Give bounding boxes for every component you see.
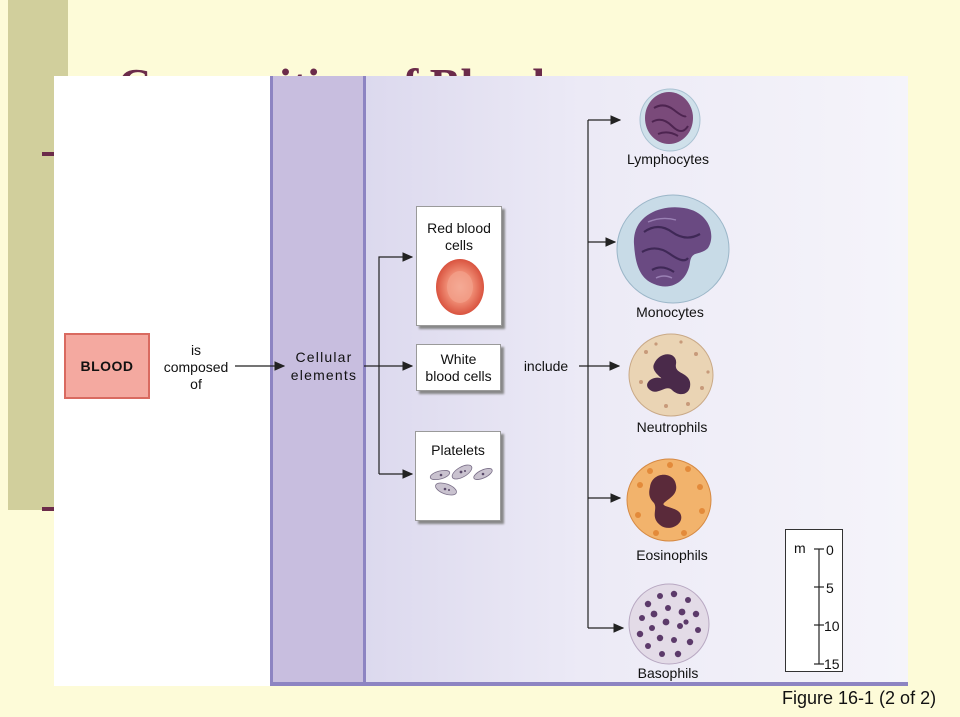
scale-tick-label: 5 [826, 580, 834, 596]
monocyte-image [616, 194, 730, 304]
blood-composition-figure: BLOOD is composed of Cellular elements R… [54, 76, 908, 686]
scale-bar: m 0 5 10 15 [785, 529, 843, 672]
scale-tick-label: 15 [824, 656, 840, 672]
figure-caption: Figure 16-1 (2 of 2) [782, 688, 937, 708]
basophils-label: Basophils [637, 665, 699, 681]
branch-to-rbc [378, 252, 414, 474]
basophil-image [628, 583, 710, 665]
cellular-elements-label: Cellular elements [290, 349, 358, 383]
rbc-label: Red blood cells [427, 220, 491, 253]
slide-rule-top [42, 152, 62, 156]
cellular-elements-column [270, 76, 366, 686]
platelets-image [429, 464, 493, 496]
platelets-label: Platelets [431, 442, 485, 458]
scale-tick-label: 10 [824, 618, 840, 634]
red-blood-cell-image [436, 259, 484, 315]
include-label: include [523, 358, 569, 374]
eosinophil-image [626, 458, 712, 542]
wbc-card: White blood cells [416, 344, 501, 391]
eosinophils-label: Eosinophils [636, 547, 708, 563]
monocytes-label: Monocytes [636, 304, 704, 320]
composed-of-label: is composed of [163, 342, 229, 392]
connector-lines [235, 115, 625, 633]
scale-bar-lines [814, 548, 824, 665]
rbc-card: Red blood cells [416, 206, 502, 326]
neutrophil-image [628, 333, 714, 417]
scale-unit: m [794, 540, 806, 556]
wbc-label: White blood cells [425, 351, 492, 384]
blood-box: BLOOD [64, 333, 150, 399]
scale-tick-label: 0 [826, 542, 834, 558]
lymphocyte-image [639, 88, 701, 152]
lymphocytes-label: Lymphocytes [627, 151, 709, 167]
panel-bottom-border [270, 682, 908, 686]
platelets-card: Platelets [415, 431, 501, 521]
neutrophils-label: Neutrophils [636, 419, 708, 435]
